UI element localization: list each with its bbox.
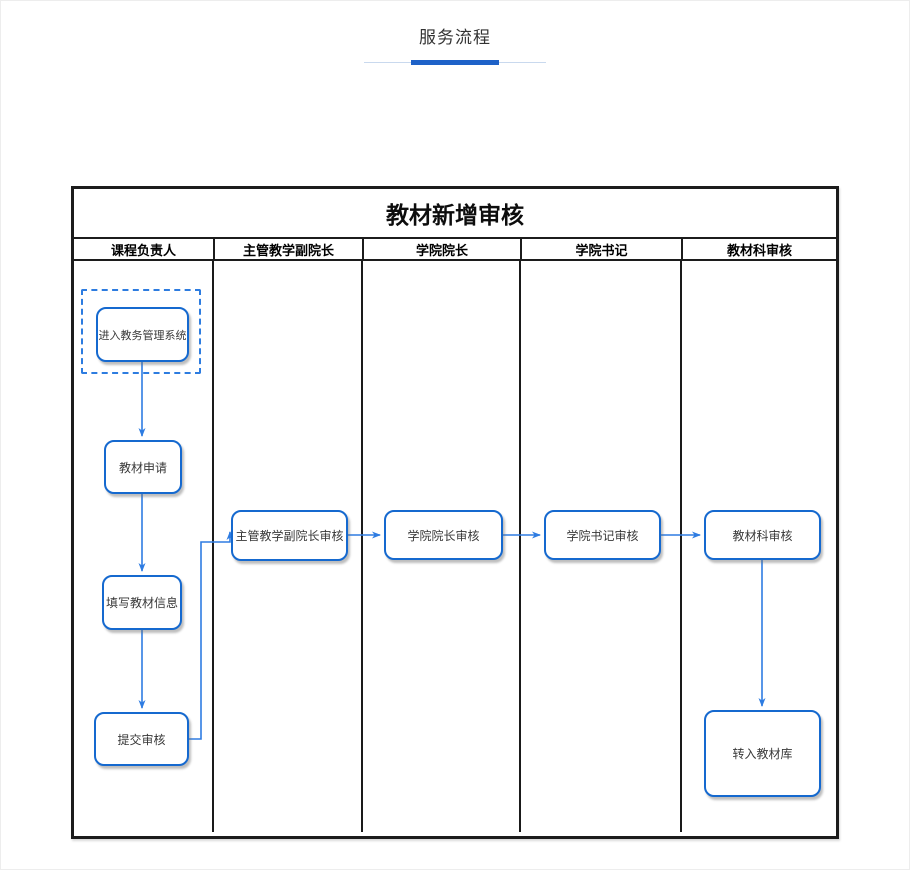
flowchart-title: 教材新增审核 xyxy=(74,189,836,239)
lane-header-course-leader: 课程负责人 xyxy=(74,239,215,259)
page-header: 服务流程 xyxy=(1,23,909,48)
node-fill-info: 填写教材信息 xyxy=(102,575,182,630)
lane-header-textbook-section: 教材科审核 xyxy=(726,242,792,258)
node-secretary-review: 学院书记审核 xyxy=(544,510,661,560)
lane-divider-lines xyxy=(212,261,682,832)
node-enter-system: 进入教务管理系统 xyxy=(96,307,189,362)
lane-header-dean: 学院院长 xyxy=(364,239,522,259)
start-node-dashed-outline xyxy=(81,289,201,374)
node-submit-review: 提交审核 xyxy=(94,712,189,766)
node-vice-dean-review: 主管教学副院长审核 xyxy=(231,510,348,561)
lane-header-secretary: 学院书记 xyxy=(522,239,683,259)
page-title: 服务流程 xyxy=(419,28,491,47)
node-section-review: 教材科审核 xyxy=(704,510,821,560)
arrow-submit-to-vicedean xyxy=(189,531,234,740)
node-transfer-library: 转入教材库 xyxy=(704,710,821,797)
node-textbook-apply: 教材申请 xyxy=(104,440,182,494)
flow-arrows xyxy=(138,362,766,740)
node-dean-review: 学院院长审核 xyxy=(384,510,503,560)
flow-connectors-svg xyxy=(138,261,766,832)
underline-accent-bar xyxy=(411,60,499,65)
lane-header-vice-dean: 主管教学副院长 xyxy=(215,239,364,259)
title-underline-decoration xyxy=(364,60,546,66)
swimlane-flowchart: 教材新增审核 课程负责人 主管教学副院长 学院院长 学院书记 教材科审核 xyxy=(71,186,839,839)
flowchart-body: 进入教务管理系统 教材申请 填写教材信息 提交审核 主管教学副院长审核 学院院长… xyxy=(74,261,836,832)
lane-header-row: 课程负责人 主管教学副院长 学院院长 学院书记 教材科审核 xyxy=(74,239,836,261)
